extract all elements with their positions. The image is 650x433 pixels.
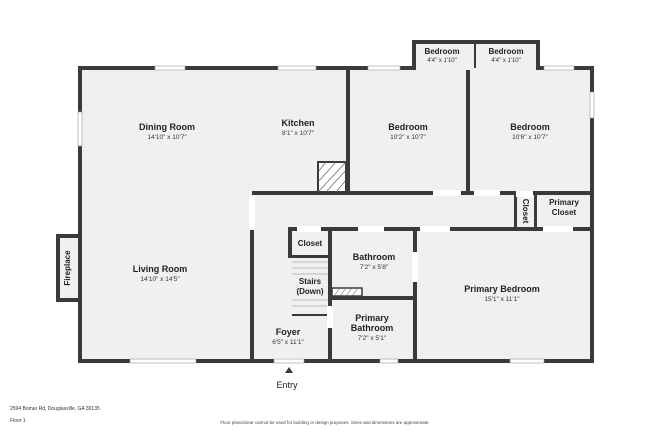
floor-text: Floor 1 (10, 418, 26, 424)
primary-bedroom-label: Primary Bedroom (464, 284, 540, 294)
stairs-label-line2: (Down) (296, 287, 323, 296)
primary-bathroom-label-line1: Primary (355, 313, 389, 323)
primary-bathroom-label-line2: Bathroom (351, 323, 394, 333)
windows (77, 65, 595, 364)
entry-label: Entry (276, 380, 298, 390)
living-room-label: Living Room (133, 264, 188, 274)
kitchen-dims: 8'1" x 10'7" (282, 130, 315, 137)
kitchen-label: Kitchen (281, 118, 314, 128)
fireplace-label: Fireplace (63, 250, 72, 286)
living-room-dims: 14'10" x 14'5" (140, 276, 180, 283)
primary-closet-label-line2: Closet (552, 208, 577, 217)
primary-bathroom-dims: 7'2" x 5'1" (358, 335, 387, 342)
bedroom-closet-1-dims: 4'4" x 1'10" (427, 58, 457, 64)
entry-arrow-icon (285, 367, 293, 373)
dining-room-dims: 14'10" x 10'7" (147, 134, 187, 141)
primary-closet-label-line1: Primary (549, 198, 579, 207)
bedroom-closet-2-dims: 4'4" x 1'10" (491, 58, 521, 64)
stair-landing-hatch (333, 287, 359, 297)
closet-side-label: Closet (521, 199, 530, 224)
floor-area (80, 68, 592, 360)
disclaimer-text: Floor plans/clear cannot be used for bui… (220, 420, 430, 425)
stair-landing-box (331, 287, 363, 297)
fridge-hatch (317, 161, 347, 193)
bedroom-2-dims: 10'6" x 10'7" (512, 134, 548, 141)
primary-bedroom-dims: 15'1" x 11'1" (484, 296, 520, 303)
bathroom-dims: 7'2" x 5'8" (360, 264, 389, 271)
foyer-dims: 6'5" x 11'1" (272, 339, 304, 346)
dining-room-label: Dining Room (139, 122, 195, 132)
address-text: 2594 Bomar Rd, Douglasville, GA 30135 (10, 406, 100, 412)
bedroom-2-label: Bedroom (510, 122, 550, 132)
bedroom-1-dims: 10'2" x 10'7" (390, 134, 426, 141)
fireplace-floor (57, 234, 80, 302)
entry-door (273, 358, 305, 364)
foyer-label: Foyer (276, 327, 301, 337)
closet-hall-label: Closet (298, 239, 323, 248)
bedroom-closet-1-label: Bedroom (424, 47, 459, 56)
stair-treads (292, 261, 328, 307)
bedroom-closet-2-label: Bedroom (488, 47, 523, 56)
stairs-label-line1: Stairs (299, 277, 322, 286)
bathroom-label: Bathroom (353, 252, 396, 262)
bedroom-1-label: Bedroom (388, 122, 428, 132)
